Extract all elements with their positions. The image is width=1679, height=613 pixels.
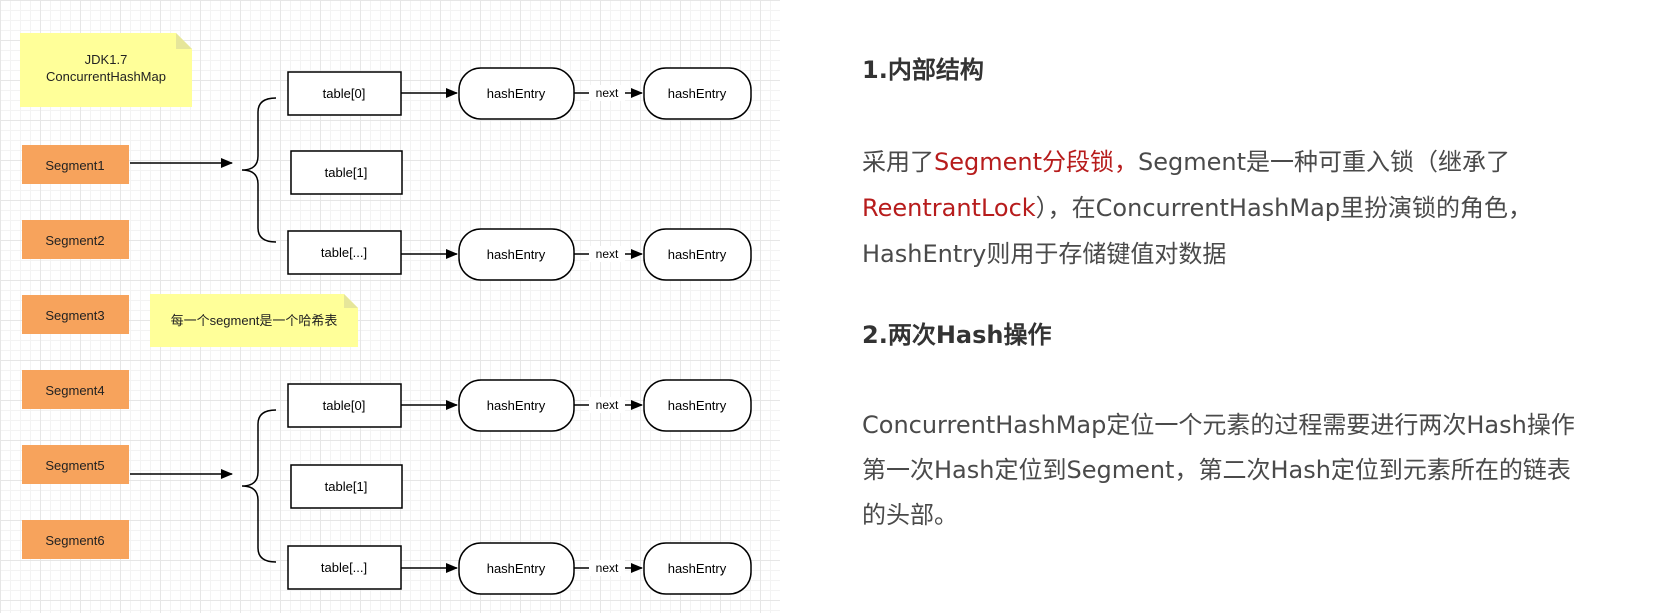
- segment-label: Segment5: [45, 458, 104, 473]
- segment-5: Segment5: [22, 445, 129, 484]
- note-segment: 每一个segment是一个哈希表: [150, 294, 358, 347]
- segment-label: Segment1: [45, 158, 104, 173]
- table-label: table[...]: [321, 560, 367, 575]
- segment-label: Segment6: [45, 533, 104, 548]
- segment-label: Segment3: [45, 308, 104, 323]
- text-span: ），在ConcurrentHashMap里扮演锁的角色，: [1035, 194, 1533, 222]
- note-jdk17: JDK1.7 ConcurrentHashMap: [20, 33, 192, 107]
- table-1: [290, 150, 403, 195]
- table-n: [287, 230, 402, 275]
- table-0: [287, 383, 402, 428]
- diagram-canvas: JDK1.7 ConcurrentHashMap Segment1 Segmen…: [0, 0, 780, 613]
- paragraph-line: 的头部。: [862, 501, 958, 529]
- table-label: table[0]: [323, 398, 366, 413]
- explanation-panel: 1.内部结构 采用了Segment分段锁，Segment是一种可重入锁（继承了 …: [862, 0, 1679, 613]
- table-label: table[...]: [321, 245, 367, 260]
- paragraph-line: ConcurrentHashMap定位一个元素的过程需要进行两次Hash操作: [862, 411, 1575, 439]
- hash-entry-label: hashEntry: [487, 86, 546, 101]
- segment-1: Segment1: [22, 145, 129, 184]
- heading-internal-structure: 1.内部结构: [862, 56, 984, 84]
- next-label: next: [596, 86, 619, 100]
- next-label: next: [596, 398, 619, 412]
- hash-entry-label: hashEntry: [668, 398, 727, 413]
- text-span: Segment是一种可重入锁（继承了: [1138, 148, 1510, 176]
- note-segment-text: 每一个segment是一个哈希表: [171, 313, 338, 328]
- text-span: 采用了: [862, 148, 934, 176]
- highlight-text: ReentrantLock: [862, 194, 1036, 222]
- hash-table-upper: table[0] table[1] table[...] hashEntry n…: [130, 67, 752, 281]
- brace: [241, 97, 277, 243]
- paragraph-line: ReentrantLock），在ConcurrentHashMap里扮演锁的角色…: [862, 188, 1532, 228]
- segment-4: Segment4: [22, 370, 129, 409]
- brace: [241, 409, 277, 563]
- paragraph-line: 采用了Segment分段锁，Segment是一种可重入锁（继承了: [862, 142, 1510, 182]
- hash-entry: [643, 379, 752, 432]
- segment-label: Segment4: [45, 383, 104, 398]
- segment-label: Segment2: [45, 233, 104, 248]
- table-0: [287, 71, 402, 116]
- segment-2: Segment2: [22, 220, 129, 259]
- table-label: table[0]: [323, 86, 366, 101]
- hash-entry-label: hashEntry: [487, 561, 546, 576]
- next-label: next: [596, 247, 619, 261]
- hash-entry-label: hashEntry: [668, 561, 727, 576]
- hash-entry: [643, 67, 752, 120]
- paragraph-line: HashEntry则用于存储键值对数据: [862, 240, 1227, 268]
- hash-entry-label: hashEntry: [487, 247, 546, 262]
- hash-entry-label: hashEntry: [668, 247, 727, 262]
- hash-table-lower: table[0] table[1] table[...] hashEntry n…: [130, 379, 752, 595]
- table-label: table[1]: [325, 479, 368, 494]
- concurrenthashmap-diagram: JDK1.7 ConcurrentHashMap Segment1 Segmen…: [20, 33, 752, 595]
- heading-two-hash: 2.两次Hash操作: [862, 321, 1052, 349]
- segment-6: Segment6: [22, 520, 129, 559]
- segment-list: Segment1 Segment2 Segment3 Segment4 Segm…: [22, 145, 129, 559]
- segment-3: Segment3: [22, 295, 129, 334]
- table-1: [290, 464, 403, 509]
- hash-entry: [643, 542, 752, 595]
- highlight-text: Segment分段锁，: [934, 148, 1138, 176]
- table-label: table[1]: [325, 165, 368, 180]
- hash-entry: [643, 228, 752, 281]
- note-line-2: ConcurrentHashMap: [46, 69, 166, 84]
- note-line-1: JDK1.7: [85, 52, 128, 67]
- paragraph-line: 第一次Hash定位到Segment，第二次Hash定位到元素所在的链表: [862, 456, 1571, 484]
- table-n: [287, 545, 402, 590]
- hash-entry-label: hashEntry: [668, 86, 727, 101]
- hash-entry-label: hashEntry: [487, 398, 546, 413]
- next-label: next: [596, 561, 619, 575]
